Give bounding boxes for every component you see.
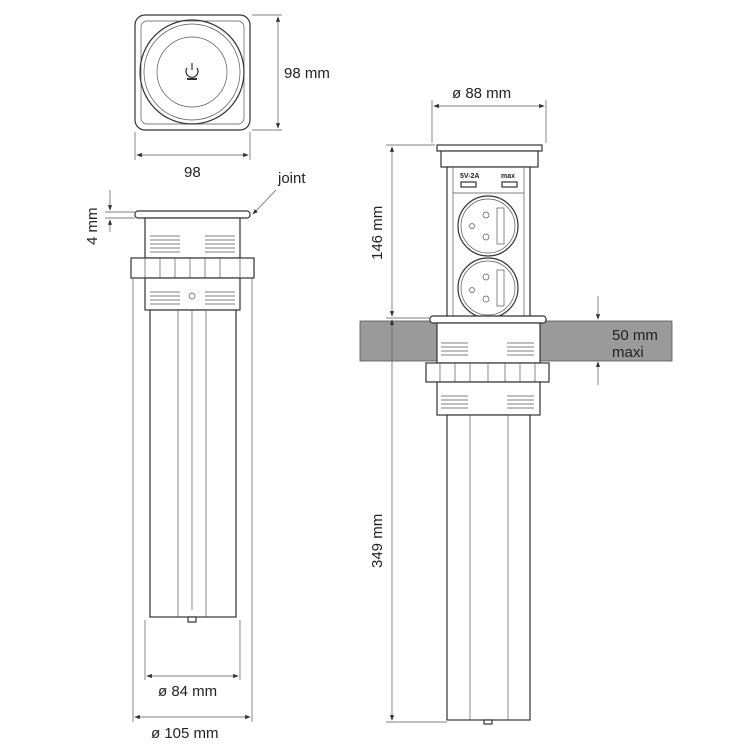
countertop-qualifier-label: maxi [612,344,644,361]
usb-rating-label: 5V-2A [460,173,479,180]
power-button-icon [185,63,199,80]
joint-label: joint [277,170,306,187]
countertop-thickness-label: 50 mm [612,327,658,344]
flange-thickness-label: 4 mm [84,208,101,246]
inner-diameter-label: ø 84 mm [158,683,217,700]
cap-diameter-label: ø 88 mm [452,85,511,102]
usb-max-label: max [501,173,515,180]
usb-port-icon [501,181,518,188]
tower-height-label: 146 mm [369,206,386,260]
socket-icon [457,195,519,257]
side-view-extended: ø 88 mm 5V-2A max [359,85,673,725]
top-width-label: 98 [184,164,201,181]
outer-diameter-label: ø 105 mm [151,725,219,742]
screw-icon [188,292,196,300]
usb-port-icon [460,181,477,188]
body-height-label: 349 mm [369,514,386,568]
top-view: 98 mm 98 [134,14,330,181]
top-height-label: 98 mm [284,65,330,82]
side-view-retracted: joint 4 mm ø 84 mm [84,170,306,742]
